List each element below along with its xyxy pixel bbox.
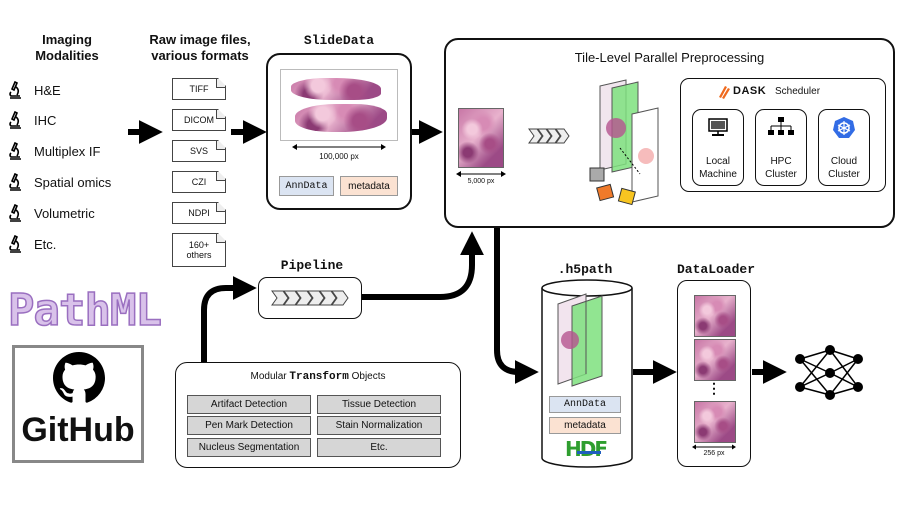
microscope-icon (9, 81, 21, 99)
modality-ihc: IHC (8, 110, 56, 130)
modality-label: Volumetric (34, 205, 95, 221)
transform-artifact-detection: Artifact Detection (187, 395, 311, 414)
pipeline-box (258, 277, 362, 319)
microscope-icon (9, 111, 21, 129)
dataloader-box: ⋮ 256 px (677, 280, 751, 467)
h5path-metadata: metadata (549, 417, 621, 434)
dask-scheduler-label: Scheduler (775, 86, 821, 97)
executor-local-machine: Local Machine (692, 109, 744, 186)
format-svs: SVS (172, 140, 226, 162)
hdf-bar (577, 451, 601, 454)
tile-layers-illustration (589, 79, 659, 206)
transform-tissue-detection: Tissue Detection (317, 395, 441, 414)
format-tiff: TIFF (172, 78, 226, 100)
h5path-title: .h5path (557, 262, 613, 277)
format-label: DICOM (184, 115, 214, 125)
slidedata-anndata: AnnData (279, 176, 334, 196)
format-czi: CZI (172, 171, 226, 193)
modality-label: Spatial omics (34, 174, 112, 190)
tissue-section-bottom (295, 104, 387, 132)
modality-multiplex-if: Multiplex IF (8, 141, 100, 161)
modality-etc: Etc. (8, 234, 56, 254)
tile-image (458, 108, 504, 168)
dask-logo-icon (719, 86, 730, 99)
microscope-icon (9, 204, 21, 222)
hdf-logo: HDF (565, 437, 608, 461)
modalities-title: Imaging Modalities (35, 32, 99, 63)
modality-label: Multiplex IF (34, 143, 101, 159)
hdf-wordmark: HDF (565, 437, 608, 461)
transforms-title-prefix: Modular (250, 371, 287, 382)
slidedata-title: SlideData (303, 33, 375, 48)
transform-stain-normalization: Stain Normalization (317, 416, 441, 435)
arrow-tile-to-h5path (494, 226, 539, 384)
transform-nucleus-segmentation: Nucleus Segmentation (187, 438, 311, 457)
github-octocat-icon (53, 352, 105, 403)
transforms-box: Modular Transform Objects Artifact Detec… (175, 362, 461, 468)
format-label: SVS (189, 146, 208, 156)
tile-title: Tile-Level Parallel Preprocessing (574, 50, 765, 65)
slidedata-metadata: metadata (340, 176, 398, 196)
executor-hpc-cluster: HPC Cluster (755, 109, 807, 186)
slidedata-box: 100,000 px AnnData metadata (266, 53, 412, 210)
executor-label: Local Machine (699, 156, 737, 180)
arrow-pipeline-to-tile (362, 231, 484, 300)
tile-processing-box: Tile-Level Parallel Preprocessing 5,000 … (444, 38, 895, 228)
github-logo-box[interactable]: GitHub (12, 345, 144, 463)
transforms-title: Modular Transform Objects (176, 371, 460, 383)
dataloader-tile (694, 295, 736, 337)
executor-cloud-cluster: Cloud Cluster (818, 109, 870, 186)
pipeline-chevrons-icon (271, 290, 349, 306)
slide-scale-label: 100,000 px (319, 152, 359, 161)
microscope-icon (9, 173, 21, 191)
pipeline-title: Pipeline (280, 258, 344, 273)
format-dicom: DICOM (172, 109, 226, 131)
h5path-anndata: AnnData (549, 396, 621, 413)
transforms-title-mono: Transform (289, 371, 349, 383)
tile-scale-bar (456, 171, 506, 177)
microscope-icon (9, 235, 21, 253)
modality-label: H&E (34, 82, 61, 98)
modality-label: IHC (34, 112, 57, 128)
scale-bar (292, 144, 386, 150)
formats-title: Raw image files, various formats (149, 32, 251, 63)
format-label: CZI (191, 177, 207, 187)
arrow-transforms-to-pipeline (201, 276, 257, 362)
dask-panel: DASK Scheduler Local Machine (680, 78, 886, 192)
pathml-logo: PathML (7, 285, 162, 336)
transform-pen-mark-detection: Pen Mark Detection (187, 416, 311, 435)
dask-brand: DASK (733, 85, 767, 97)
network-icon (768, 117, 794, 135)
modality-spatial-omics: Spatial omics (8, 172, 111, 192)
dataloader-title: DataLoader (676, 262, 755, 277)
dataloader-tile (694, 401, 736, 443)
modality-he: H&E (8, 80, 61, 100)
executor-label: HPC Cluster (765, 156, 797, 180)
transforms-title-suffix: Objects (351, 371, 386, 382)
format-label: TIFF (189, 84, 209, 94)
dataloader-scale-label: 256 px (703, 450, 725, 457)
dataloader-ellipsis: ⋮ (707, 380, 721, 396)
tile-scale-label: 5,000 px (467, 178, 495, 185)
microscope-icon (9, 142, 21, 160)
format-label: 160+ others (186, 240, 212, 260)
dataloader-tile (694, 339, 736, 381)
dataloader-scale-bar (692, 444, 736, 450)
slide-image-frame (280, 69, 398, 141)
transform-etc: Etc. (317, 438, 441, 457)
format-ndpi: NDPI (172, 202, 226, 224)
computer-icon (708, 118, 728, 136)
kubernetes-icon (833, 117, 855, 138)
format-others: 160+ others (172, 233, 226, 267)
modality-volumetric: Volumetric (8, 203, 95, 223)
chevrons-icon (528, 128, 570, 144)
tissue-section-top (291, 78, 381, 100)
neural-network-icon (795, 345, 863, 400)
executor-label: Cloud Cluster (828, 156, 860, 180)
format-label: NDPI (188, 208, 210, 218)
modality-label: Etc. (34, 236, 57, 252)
github-wordmark: GitHub (21, 411, 135, 449)
